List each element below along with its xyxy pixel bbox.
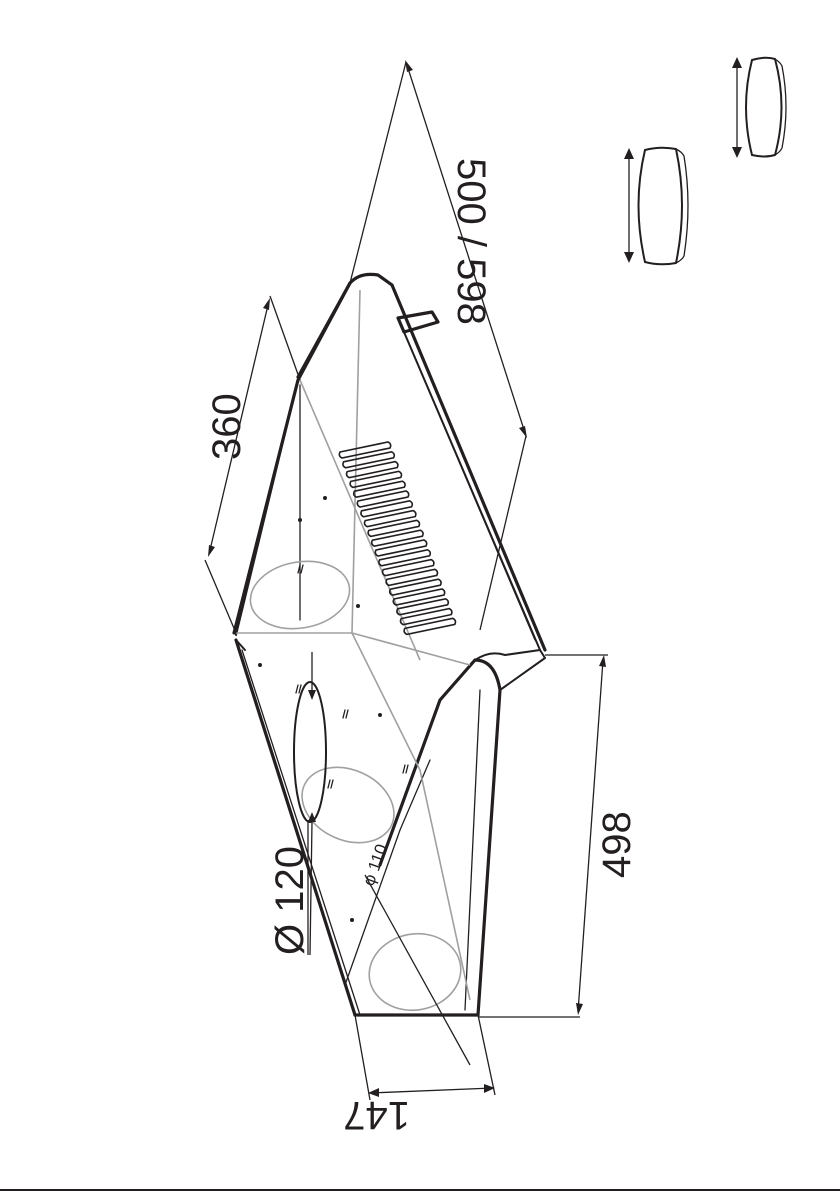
grille-slot [383,560,434,576]
grille-slot [375,540,426,556]
grille-slot [372,530,423,546]
grille-slot [368,520,419,536]
depth-label: 360 [205,393,249,460]
grille-slot [397,599,448,615]
grille-slot [361,501,412,517]
grille-slot [365,511,416,527]
accessory-collar-small [624,148,688,265]
grille-slot [357,491,408,507]
grille-slot [350,471,401,487]
dimension-lines [205,60,608,1100]
height-label: 147 [343,1093,410,1137]
grille-slot [404,618,455,634]
grille-slot [339,442,390,458]
collar-leader [365,875,470,1065]
grille-slot [354,481,405,497]
grille-slot [343,452,394,468]
grille-slot [393,589,444,605]
grille-slot [390,579,441,595]
grille-slot [347,462,398,478]
accessory-collar-large [732,57,786,158]
length-label: 498 [595,811,639,878]
duct-diameter-label: Ø 120 [268,846,312,955]
grille-slot [379,550,430,566]
grille-slot [401,609,452,625]
grille-slot [386,569,437,585]
collar-diameter-label: φ 110 [359,842,392,889]
bottom-rule [0,1189,840,1191]
width-label: 500 / 598 [449,158,493,325]
